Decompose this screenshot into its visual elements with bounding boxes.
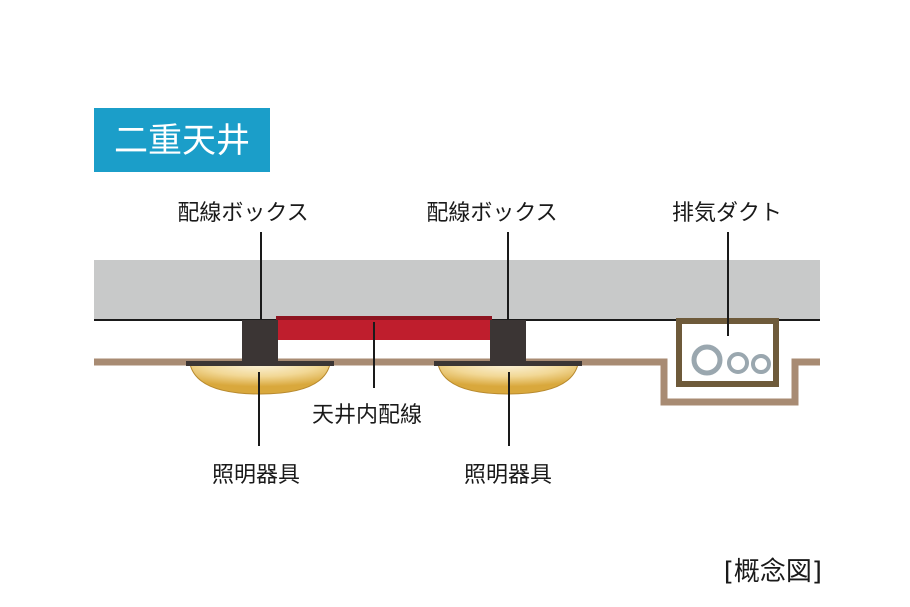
junction-box-left [242,320,278,364]
title-box [94,108,270,172]
junction-box-right [490,320,526,364]
ceiling-wiring [276,318,492,340]
ceiling-wiring-top-edge [276,316,492,320]
label-ceiling-wiring: 天井内配線 [312,403,422,428]
label-light-left: 照明器具 [212,463,300,488]
duct-pipe-large [691,344,723,376]
duct-pipe-medium [727,352,749,374]
title: 二重天井 [114,121,250,161]
concept-diagram-note: [概念図] [724,557,822,587]
concrete-slab [94,260,820,320]
label-junction-box-right: 配線ボックス [426,201,557,226]
label-junction-box-left: 配線ボックス [177,201,308,226]
label-light-right: 照明器具 [464,463,552,488]
duct-pipe-small [751,354,771,374]
label-exhaust-duct: 排気ダクト [672,201,782,226]
